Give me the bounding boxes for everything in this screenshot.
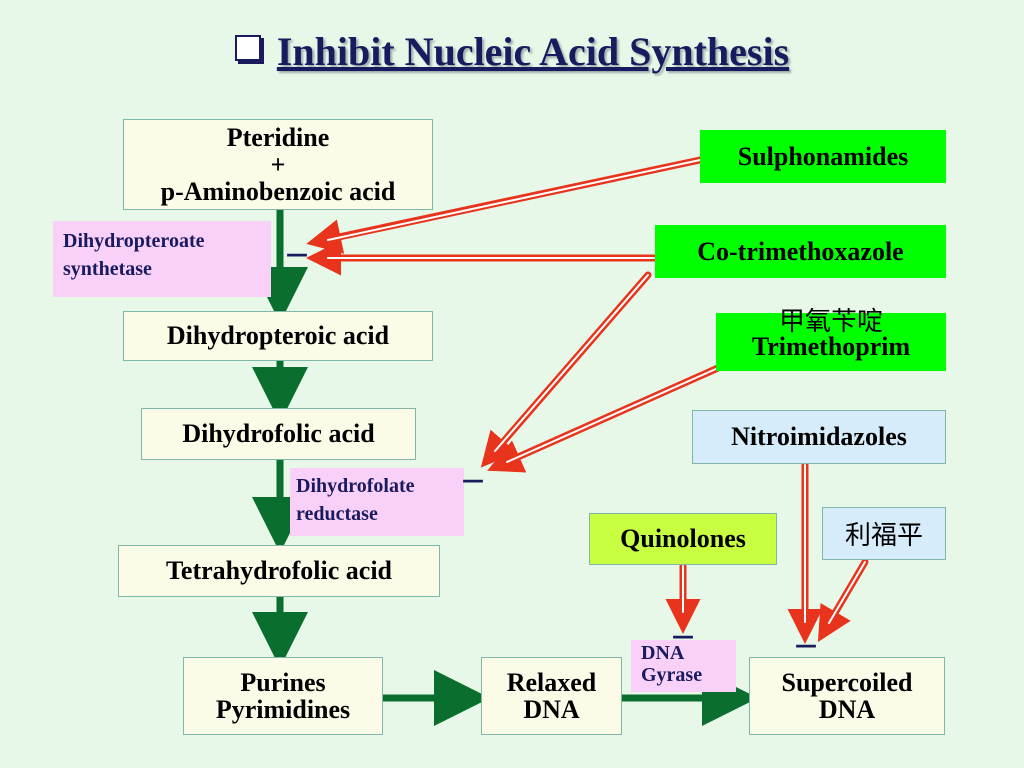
node-dihydropteroic-acid: Dihydropteroic acid [123,311,433,361]
drug-trimethoprim: 甲氧苄啶 Trimethoprim [716,309,946,371]
drug-cotrimoxazole: Co-trimethoxazole [655,225,946,278]
enzyme-dihydropteroate-synthetase: Dihydropteroate synthetase [53,221,271,297]
node-pteridine-paba: Pteridine + p-Aminobenzoic acid [123,119,433,210]
inhibit-symbol-supercoil: － [793,633,820,662]
inhibit-symbol-gyrase: － [670,624,697,653]
node-tetrahydrofolic-acid: Tetrahydrofolic acid [118,545,440,597]
drug-rifampin: 利福平 [822,507,946,560]
drug-nitroimidazoles: Nitroimidazoles [692,410,946,464]
inhibit-symbol-dhfr: － [460,468,487,497]
drug-sulphonamides: Sulphonamides [700,130,946,183]
enzyme-dna-gyrase: DNA Gyrase [631,640,736,692]
node-supercoiled-dna: Supercoiled DNA [749,657,945,735]
node-dihydrofolic-acid: Dihydrofolic acid [141,408,416,460]
enzyme-dihydrofolate-reductase: Dihydrofolate reductase [290,468,464,536]
page-title: Inhibit Nucleic Acid Synthesis [0,28,1024,75]
checkbox-bullet-icon [234,35,261,61]
inhibit-symbol-dhps: － [284,242,311,271]
node-relaxed-dna: Relaxed DNA [481,657,622,735]
drug-quinolones: Quinolones [589,513,777,565]
node-purines-pyrimidines: Purines Pyrimidines [183,657,383,735]
